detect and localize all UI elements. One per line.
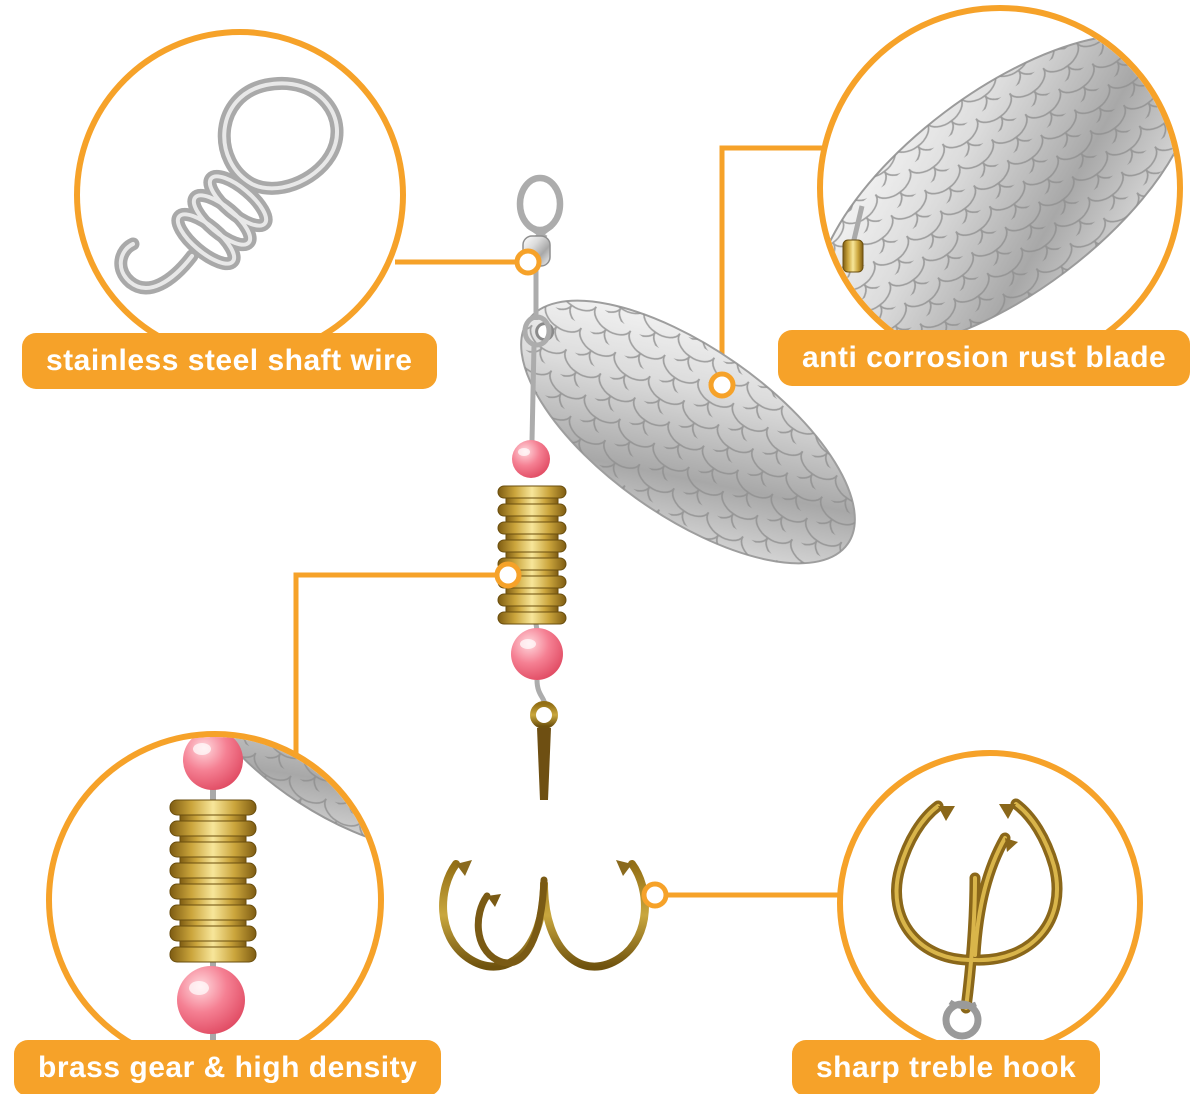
treble-hook-closeup [897, 804, 1058, 1040]
callout-label-blade: anti corrosion rust blade [778, 330, 1191, 386]
leader-line-blade [719, 145, 822, 385]
callout-circle-treble-hook [837, 750, 1143, 1056]
callout-circle-shaft-wire [74, 29, 406, 361]
marker-dot-shaft-wire [514, 248, 542, 276]
callout-label-brass-gear: brass gear & high density [14, 1040, 442, 1094]
callout-label-shaft-wire: stainless steel shaft wire [22, 333, 437, 389]
marker-dot-brass-gear [494, 561, 522, 589]
lure-bead-upper [512, 440, 550, 478]
leader-lines [293, 145, 842, 898]
callout-label-treble-hook: sharp treble hook [792, 1040, 1101, 1094]
lure-brass-gear [497, 485, 567, 625]
spinner-lure [439, 174, 856, 971]
lure-bead-lower [511, 628, 563, 680]
callout-circle-brass-gear [46, 731, 384, 1069]
marker-dot-treble-hook [641, 881, 669, 909]
leader-line-brass-gear [293, 572, 508, 756]
marker-dot-blade [708, 371, 736, 399]
marker-dots [494, 248, 736, 909]
lure-treble-hook [439, 701, 649, 971]
